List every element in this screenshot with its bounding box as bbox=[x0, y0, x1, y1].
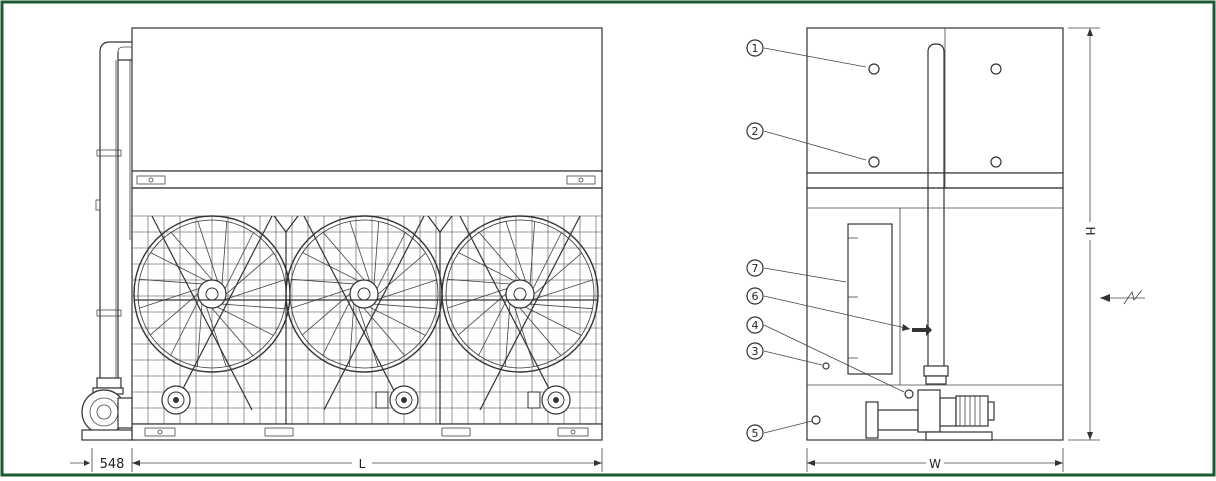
svg-text:1: 1 bbox=[752, 42, 759, 55]
airflow-arrow-icon bbox=[1100, 289, 1145, 305]
dimension-lines-front bbox=[70, 448, 603, 472]
fan-motor-1 bbox=[161, 385, 191, 415]
side-casing-band bbox=[806, 172, 1064, 189]
callout-7: 7 bbox=[746, 259, 764, 277]
connection-3 bbox=[822, 362, 830, 370]
access-door bbox=[847, 223, 893, 375]
fan-1 bbox=[133, 215, 291, 411]
svg-text:7: 7 bbox=[752, 262, 759, 275]
callout-2: 2 bbox=[746, 122, 764, 140]
side-upper-casing bbox=[806, 27, 1064, 174]
svg-text:3: 3 bbox=[752, 345, 759, 358]
casing-band bbox=[131, 170, 603, 189]
lift-lug-right bbox=[566, 175, 596, 185]
lift-lug-left bbox=[136, 175, 166, 185]
pump-front bbox=[81, 377, 133, 441]
svg-text:5: 5 bbox=[752, 427, 759, 440]
dim-548-label: 548 bbox=[100, 457, 125, 472]
fan-motor-2 bbox=[375, 385, 419, 415]
fan-assemblies bbox=[133, 215, 599, 424]
svg-text:4: 4 bbox=[752, 319, 759, 332]
fan-3 bbox=[441, 215, 599, 411]
riser-pipe bbox=[99, 52, 119, 378]
fan-motor-3 bbox=[527, 385, 571, 415]
callout-3: 3 bbox=[746, 342, 764, 360]
svg-text:2: 2 bbox=[752, 125, 759, 138]
callout-leaders bbox=[763, 47, 911, 434]
dim-width-label: W bbox=[929, 457, 941, 471]
side-riser-pipe bbox=[927, 43, 945, 368]
upper-casing bbox=[131, 27, 603, 172]
connection-5 bbox=[811, 415, 821, 425]
svg-text:6: 6 bbox=[752, 290, 759, 303]
dim-height-label: H bbox=[1083, 226, 1097, 235]
base-rail bbox=[131, 423, 603, 441]
callout-5: 5 bbox=[746, 424, 764, 442]
side-elevation: 1 2 7 6 4 3 5 bbox=[746, 27, 1145, 472]
front-elevation: 548 L bbox=[70, 27, 603, 472]
callout-4: 4 bbox=[746, 316, 764, 334]
connection-4 bbox=[904, 389, 914, 399]
callout-6: 6 bbox=[746, 287, 764, 305]
dimension-lines-side bbox=[806, 27, 1100, 472]
fan-2 bbox=[285, 215, 443, 411]
fan-motors bbox=[161, 385, 571, 415]
dim-length-label: L bbox=[359, 457, 366, 471]
callout-1: 1 bbox=[746, 39, 764, 57]
pump-side bbox=[865, 389, 995, 441]
connection-1 bbox=[868, 63, 880, 75]
connection-2 bbox=[868, 156, 880, 168]
make-up-valve bbox=[912, 324, 932, 336]
